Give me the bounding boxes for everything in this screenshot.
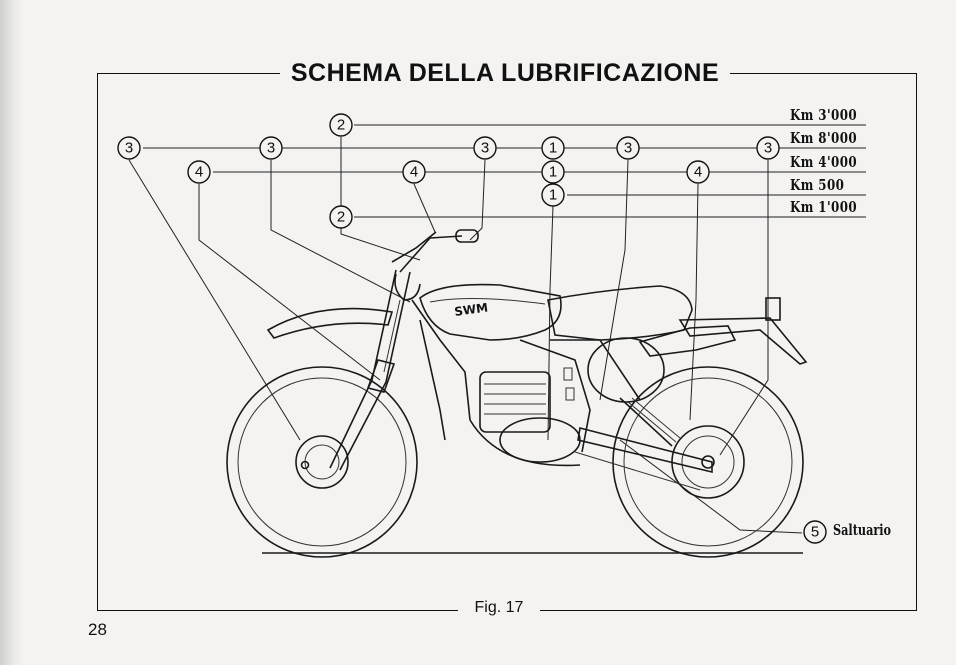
handlebar — [391, 229, 479, 301]
motorcycle-frame — [411, 299, 641, 467]
marker-4-c: 4 — [686, 160, 710, 184]
rear-fender — [678, 317, 808, 365]
figure-caption: Fig. 17 — [458, 597, 540, 619]
marker-3-b: 3 — [259, 136, 283, 160]
legend-interval-2: Km 8'000 — [790, 130, 858, 147]
svg-text:4: 4 — [410, 164, 418, 181]
svg-text:3: 3 — [267, 140, 275, 157]
front-fender — [266, 307, 394, 339]
marker-row-4: 1 — [541, 183, 565, 207]
engine — [479, 367, 581, 463]
marker-3-a: 3 — [117, 136, 141, 160]
legend-interval-4: Km 500 — [790, 177, 845, 194]
swingarm — [577, 397, 713, 474]
svg-text:1: 1 — [549, 140, 557, 157]
page-title: SCHEMA DELLA LUBRIFICAZIONE — [280, 56, 730, 90]
svg-text:3: 3 — [764, 140, 772, 157]
seat — [547, 285, 693, 341]
front-fork — [329, 269, 411, 471]
legend-interval-5: Km 1'000 — [790, 199, 858, 216]
marker-row-5: 2 — [329, 205, 353, 229]
marker-3-c: 3 — [473, 136, 497, 160]
svg-text:4: 4 — [694, 164, 702, 181]
tail-light — [765, 297, 781, 321]
leader-lines — [128, 124, 866, 534]
page-binding-shadow — [0, 0, 22, 665]
marker-occasional: 5 — [803, 520, 827, 544]
marker-3-d: 3 — [616, 136, 640, 160]
exhaust-pipe — [638, 325, 737, 357]
marker-row-2: 3 3 3 1 3 3 — [117, 136, 780, 160]
chain — [574, 451, 701, 491]
svg-text:3: 3 — [125, 140, 133, 157]
marker-1-c: 1 — [541, 183, 565, 207]
marker-1-a: 1 — [541, 136, 565, 160]
svg-text:1: 1 — [549, 187, 557, 204]
marker-2-bottom: 2 — [329, 205, 353, 229]
legend-interval-3: Km 4'000 — [790, 154, 858, 171]
marker-1-b: 1 — [541, 160, 565, 184]
occasional-label: Saltuario — [833, 521, 892, 539]
fuel-tank: SWM — [419, 283, 562, 341]
marker-4-b: 4 — [402, 160, 426, 184]
legend-interval-1: Km 3'000 — [790, 107, 858, 124]
svg-text:3: 3 — [481, 140, 489, 157]
svg-text:1: 1 — [549, 164, 557, 181]
tank-logo: SWM — [453, 300, 488, 319]
marker-2-top: 2 — [329, 113, 353, 137]
svg-text:3: 3 — [624, 140, 632, 157]
front-wheel — [226, 366, 418, 558]
rear-wheel — [612, 366, 804, 558]
svg-text:2: 2 — [337, 209, 345, 226]
marker-4-a: 4 — [187, 160, 211, 184]
marker-row-1: 2 — [329, 113, 353, 137]
marker-row-3: 4 4 1 4 — [187, 160, 710, 184]
marker-5: 5 — [803, 520, 827, 544]
marker-3-e: 3 — [756, 136, 780, 160]
svg-text:4: 4 — [195, 164, 203, 181]
svg-text:2: 2 — [337, 117, 345, 134]
svg-text:5: 5 — [811, 524, 819, 541]
page-number: 28 — [88, 620, 107, 639]
side-panel — [587, 337, 665, 403]
